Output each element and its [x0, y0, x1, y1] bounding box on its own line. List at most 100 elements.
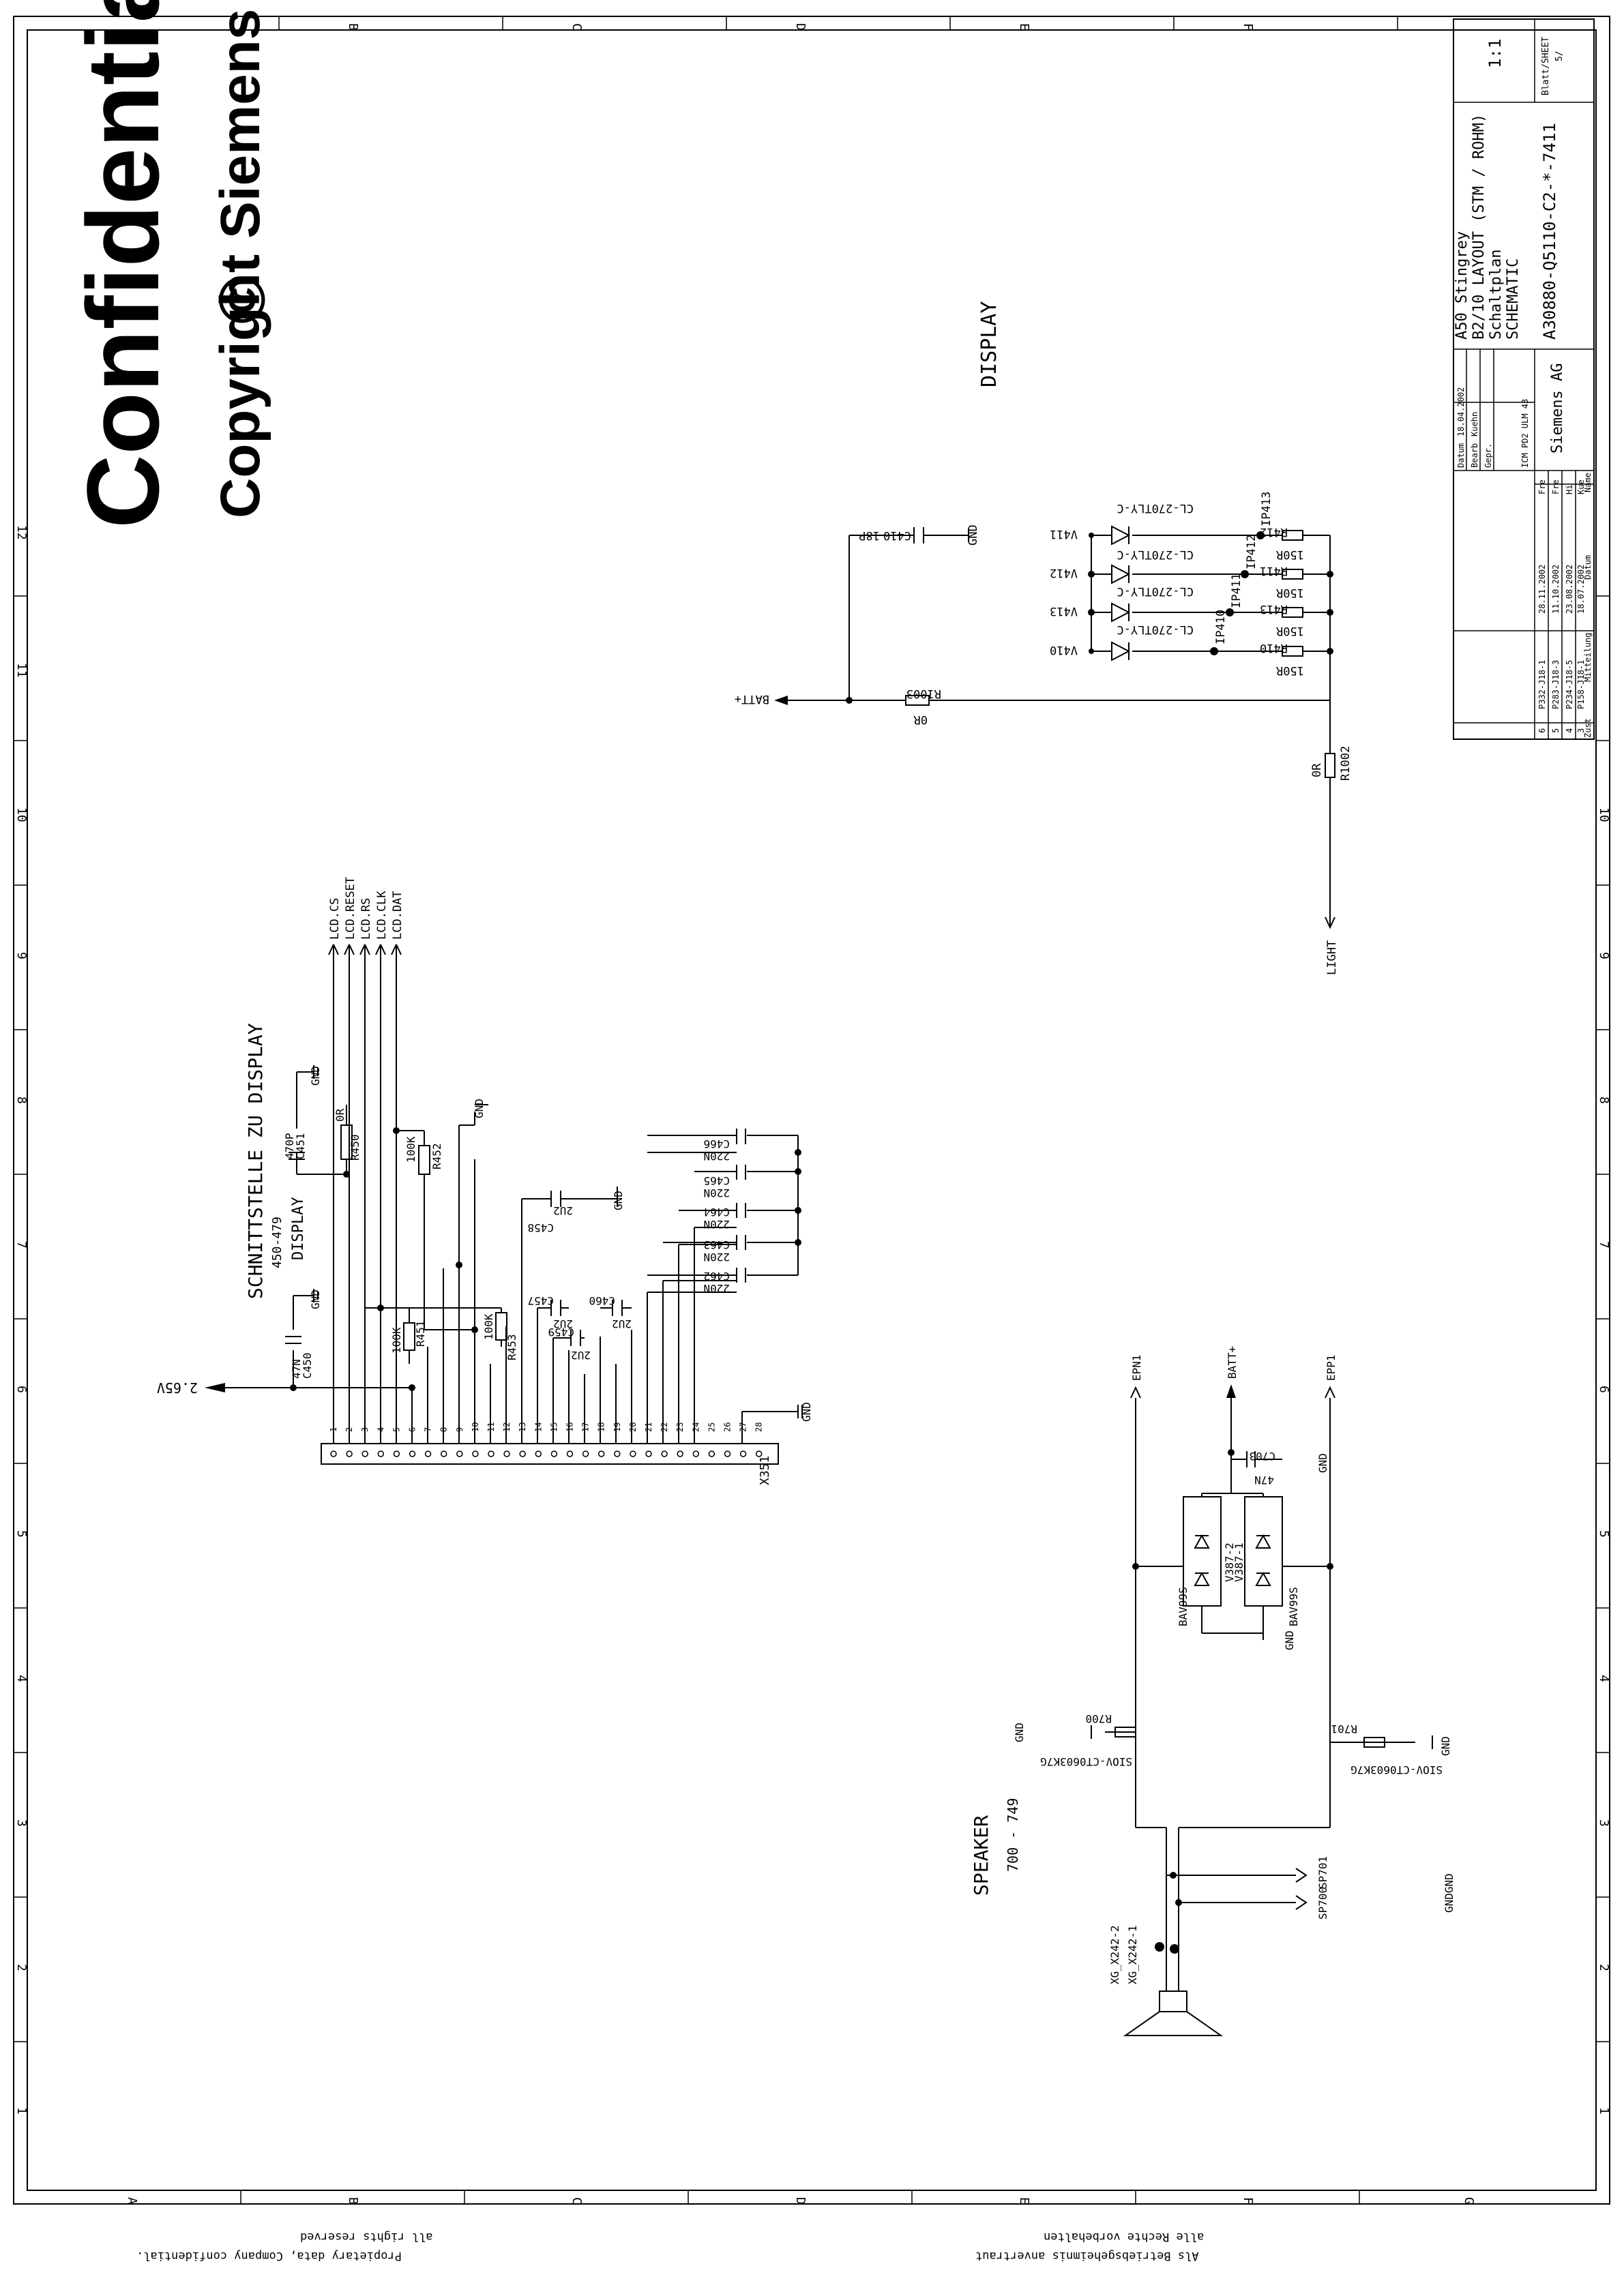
r700-value: SIOV-CT0603K7G	[1040, 1755, 1132, 1768]
c459-value: 2U2	[571, 1349, 591, 1362]
connector-pin-mark	[692, 1450, 700, 1457]
v387-2-type: BAV99S	[1177, 1587, 1190, 1626]
connector-pin-label: 14	[533, 1422, 543, 1432]
rev3-date: 18.07.2002	[1576, 565, 1586, 614]
r701-value: SIOV-CT0603K7G	[1350, 1763, 1443, 1776]
c460-ref: C460	[589, 1294, 615, 1307]
v387-1-type: BAV99S	[1287, 1587, 1300, 1626]
rev6-text: P332-J18-1	[1537, 660, 1547, 709]
gnd-label-c450: GND	[309, 1289, 322, 1309]
rev6-zust: 6	[1537, 728, 1547, 733]
connector-pin-label: 25	[707, 1422, 716, 1432]
title-plan-de: Schaltplan	[1488, 250, 1505, 340]
c466-value: 220N	[703, 1150, 730, 1163]
c458-value: 2U2	[553, 1204, 573, 1217]
gnd-label-r700: GND	[1013, 1723, 1026, 1742]
batt-label-speaker: BATT+	[1226, 1346, 1239, 1379]
gnd-label-c458: GND	[612, 1191, 625, 1210]
lcd-signal-dat: LCD.DAT	[391, 891, 404, 940]
connector-pin-label: 24	[691, 1422, 700, 1432]
row-label-left-6: 6	[14, 1386, 29, 1393]
gnd-label-bav: GND	[1283, 1630, 1296, 1650]
c451-value: 470P	[283, 1133, 296, 1159]
r411-value: 150R	[1275, 586, 1304, 599]
lcd-signal-reset: LCD.RESET	[344, 877, 357, 940]
connector-pin-label: 27	[739, 1422, 748, 1432]
connector-pin-mark	[440, 1450, 447, 1457]
col-label-bottom-g: G	[1462, 2197, 1476, 2205]
connector-ref: X351	[758, 1456, 772, 1485]
row-label-left-3: 3	[14, 1819, 29, 1827]
c457-value: 2U2	[553, 1317, 573, 1330]
connector-pin-mark	[503, 1450, 510, 1457]
title-layout: B2/10 LAYOUT (STM / ROHM)	[1471, 114, 1488, 340]
display-section-title: DISPLAY	[977, 301, 1001, 387]
row-label-left-12: 12	[14, 525, 29, 540]
c465-value: 220N	[703, 1187, 730, 1199]
speaker-range: 700 - 749	[1005, 1798, 1021, 1872]
title-doc-number: A30880-Q5110-C2-*-7411	[1540, 123, 1559, 340]
r701-ref: R701	[1331, 1723, 1357, 1735]
row-label-left-8: 8	[14, 1097, 29, 1104]
connector-pin-mark	[677, 1450, 683, 1457]
lcd-signal-rs: LCD.RS	[359, 898, 373, 940]
light-label: LIGHT	[1325, 940, 1339, 975]
gnd-label-c410: GND	[966, 524, 980, 546]
connector-pin-mark	[346, 1450, 353, 1457]
connector-pin-mark	[535, 1450, 542, 1457]
v387-1-ref: V387-1	[1232, 1542, 1245, 1582]
connector-pin-mark	[519, 1450, 526, 1457]
c463-ref: C463	[703, 1238, 730, 1251]
connector-wires	[225, 944, 799, 1444]
frame-column-labels: B C D E F A B C D E F G	[125, 23, 1476, 2205]
c457-ref: C457	[527, 1294, 554, 1307]
epn1-label: EPN1	[1130, 1354, 1143, 1381]
connector-pin-mark	[488, 1450, 494, 1457]
speaker-circuit	[1091, 1384, 1433, 2036]
interface-range: 450-479	[270, 1217, 284, 1268]
rev6-name: Fre	[1537, 479, 1547, 494]
v410-ref: V410	[1050, 643, 1078, 657]
copyright-word: Copyright	[209, 254, 271, 518]
row-label-left-9: 9	[14, 952, 29, 959]
col-label-bottom-f: F	[1241, 2197, 1255, 2205]
connector-pin-label: 26	[723, 1422, 733, 1432]
v265-arrow	[205, 1383, 225, 1392]
c464-value: 220N	[703, 1218, 730, 1231]
row-label-right-2: 2	[1597, 1964, 1611, 1971]
rev6-date: 28.11.2002	[1537, 565, 1547, 614]
r1003-ref: R1003	[906, 687, 941, 700]
title-bearb-label: Bearb	[1470, 443, 1479, 468]
v410-type: CL-270TLY-C	[1117, 623, 1194, 636]
disclaimer-right-line2: alle Rechte vorbehalten	[1044, 2230, 1205, 2243]
row-label-left-2: 2	[14, 1964, 29, 1971]
c464-ref: C464	[703, 1206, 730, 1219]
row-label-right-7: 7	[1597, 1241, 1611, 1249]
title-datum-value: 18.04.2002	[1456, 387, 1466, 436]
connector-pin-mark	[645, 1450, 652, 1457]
v413-type: CL-270TLY-C	[1117, 584, 1194, 598]
row-label-left-10: 10	[14, 807, 29, 822]
row-label-left-1: 1	[14, 2107, 29, 2115]
c463-value: 220N	[703, 1251, 730, 1264]
rev3-name: Kue	[1576, 479, 1586, 494]
row-label-right-9: 9	[1597, 952, 1611, 959]
disclaimer-left-line1: Propietary data, Company confidential.	[136, 2249, 402, 2263]
row-label-right-8: 8	[1597, 1097, 1611, 1104]
rev3-text: P158-J18-1	[1576, 660, 1586, 709]
col-label-top-f: F	[1241, 23, 1255, 31]
c462-ref: C462	[703, 1270, 730, 1283]
row-label-right-3: 3	[1597, 1819, 1611, 1827]
connector-pin-mark	[661, 1450, 668, 1457]
title-col-mitteilung: Mitteilung	[1583, 633, 1593, 682]
r412-value: 150R	[1275, 548, 1304, 561]
connector-pin-mark	[472, 1450, 479, 1457]
copyright-symbol: ©	[206, 275, 279, 324]
rev4-date: 23.08.2002	[1565, 565, 1574, 614]
connector-pin-mark	[330, 1450, 337, 1457]
r412-ref: R412	[1260, 525, 1288, 539]
rev4-text: P234-J18-5	[1565, 660, 1574, 709]
gnd-label-x351: GND	[800, 1402, 813, 1422]
connector-pin-mark	[708, 1450, 715, 1457]
